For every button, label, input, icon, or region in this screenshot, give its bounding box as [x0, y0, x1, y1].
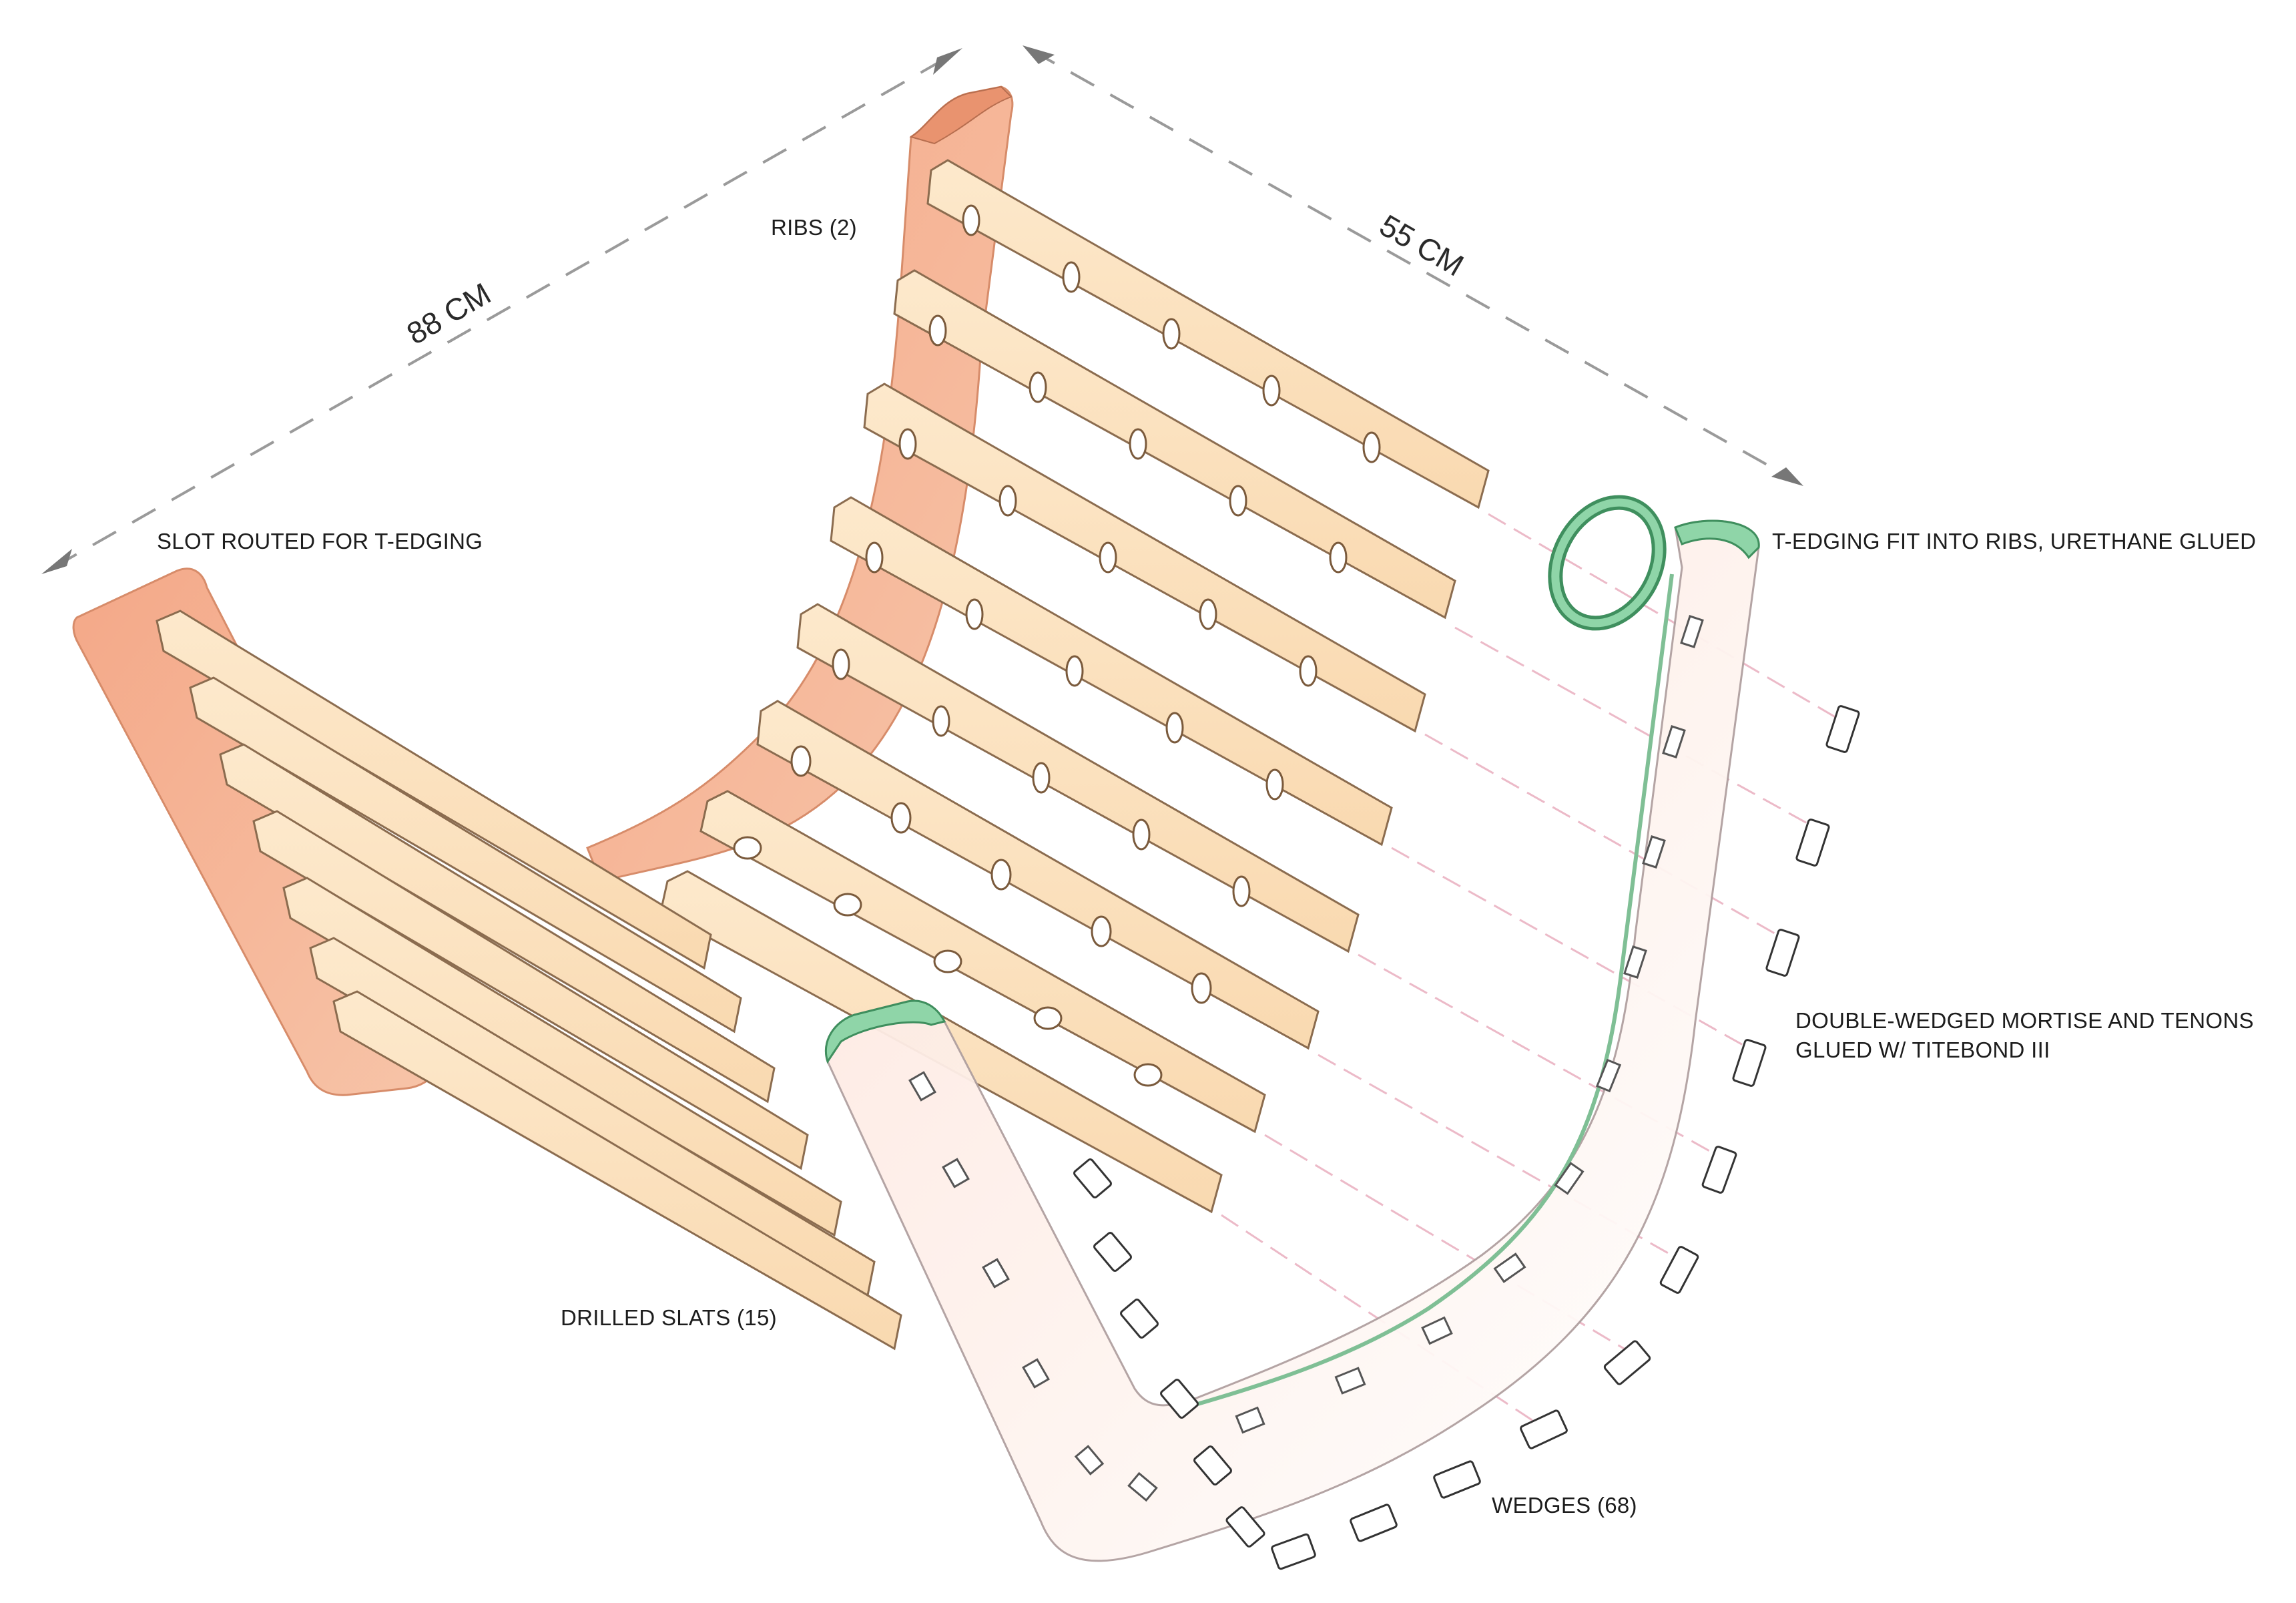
slat-7: [699, 790, 1266, 1134]
front-rib-edging-left: [824, 999, 946, 1064]
wedge: [1225, 1506, 1265, 1548]
front-rib-edging-top: [1674, 519, 1760, 559]
ribs-label: RIBS (2): [771, 215, 857, 240]
wedge: [1603, 1340, 1651, 1385]
wedge: [1825, 705, 1860, 753]
wedge: [1765, 929, 1800, 977]
wedge: [1732, 1039, 1767, 1087]
seat-slat-1: [156, 610, 712, 970]
wedge: [1795, 819, 1830, 867]
wedge: [1193, 1445, 1232, 1485]
slat-3: [863, 383, 1426, 733]
t-edging-ring: [1548, 495, 1667, 631]
slot-routed-label: SLOT ROUTED FOR T-EDGING: [157, 529, 483, 553]
wedge: [1520, 1409, 1568, 1449]
wedge: [1659, 1246, 1699, 1294]
length-arrow-start: [41, 549, 72, 574]
slat-1: [926, 159, 1490, 509]
slat-2: [893, 269, 1456, 620]
back-rib-edge: [909, 85, 1013, 145]
width-arrow-end: [1771, 467, 1803, 486]
wedge: [1073, 1158, 1112, 1198]
mortise-tenon-label-line1: DOUBLE-WEDGED MORTISE AND TENONS: [1795, 1008, 2254, 1033]
wedges: [1073, 705, 1860, 1570]
wedge: [1350, 1504, 1398, 1542]
back-slats: [659, 159, 1490, 1214]
slat-holes: [733, 204, 1381, 1087]
length-dimension-line: [53, 52, 955, 569]
dimension-lines: [41, 45, 1803, 574]
length-arrow-end: [933, 48, 962, 75]
wedge: [1433, 1460, 1481, 1499]
seat-slat-3: [219, 743, 776, 1104]
wedge: [1160, 1379, 1199, 1419]
t-edging-label: T-EDGING FIT INTO RIBS, URETHANE GLUED: [1772, 529, 2257, 553]
width-dimension-line: [1031, 49, 1796, 482]
seat-slat-7: [332, 990, 902, 1351]
mortise-tenon-label-line2: GLUED W/ TITEBOND III: [1795, 1038, 2050, 1062]
wedge: [1093, 1232, 1132, 1272]
seat-slats: [156, 610, 902, 1351]
slat-5: [796, 603, 1360, 953]
slat-6: [756, 700, 1320, 1050]
seat-slat-2: [189, 676, 742, 1034]
wedges-label: WEDGES (68): [1492, 1493, 1637, 1518]
drilled-slats-label: DRILLED SLATS (15): [561, 1305, 777, 1330]
seat-slat-5: [282, 877, 842, 1237]
seat-slat-4: [252, 810, 809, 1170]
seat-slat-6: [309, 937, 876, 1297]
width-arrow-start: [1023, 45, 1055, 64]
front-rib-mortises: [908, 615, 1704, 1502]
slat-4: [830, 496, 1393, 847]
wedge: [1120, 1299, 1159, 1339]
wedge: [1271, 1533, 1316, 1570]
wedge: [1701, 1146, 1737, 1194]
